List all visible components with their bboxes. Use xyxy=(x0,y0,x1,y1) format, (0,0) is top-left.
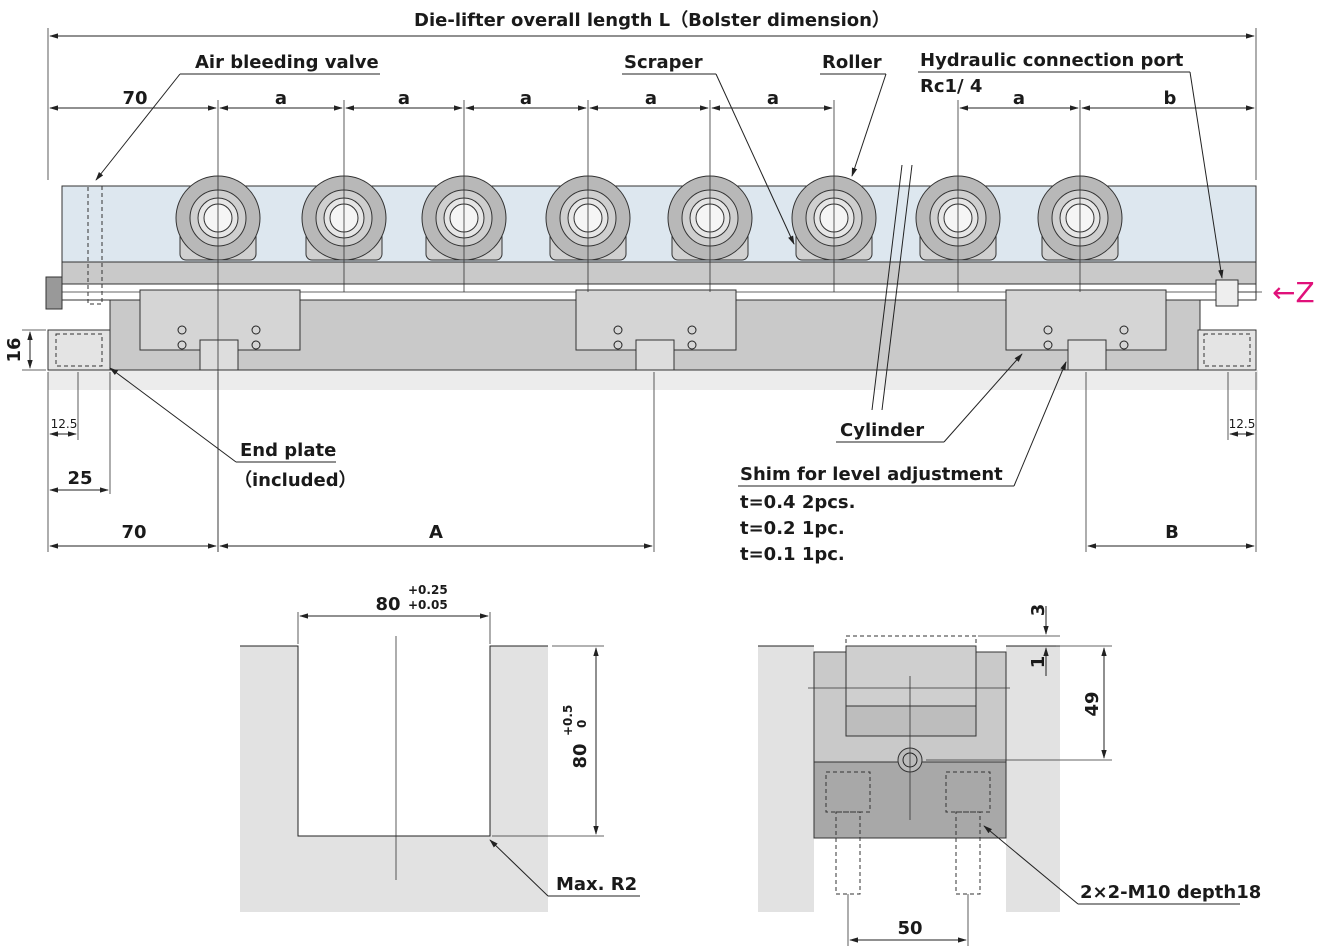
dim-1: 1 xyxy=(1028,656,1049,669)
dim-a2: a xyxy=(398,88,410,109)
dim-a6: a xyxy=(1013,88,1025,109)
dim-a4: a xyxy=(645,88,657,109)
dim-a3: a xyxy=(520,88,532,109)
dim-50: 50 xyxy=(897,918,922,939)
dim-16: 16 xyxy=(4,337,25,362)
dim-12-5-left: 12.5 xyxy=(51,417,78,431)
rc-label: Rc1/ 4 xyxy=(920,76,982,97)
thread-label: 2×2-M10 depth18 xyxy=(1080,882,1261,903)
end-plate-label: End plate xyxy=(240,440,336,461)
dim-80-height-tol-upper: +0.5 xyxy=(561,705,575,736)
shim-spec-1: t=0.4 2pcs. xyxy=(740,492,855,513)
dim-70-bottom: 70 xyxy=(121,522,146,543)
cylinder-group xyxy=(139,289,1167,371)
dim-a1: a xyxy=(275,88,287,109)
hydraulic-port-label: Hydraulic connection port xyxy=(920,50,1184,71)
shim-spec-3: t=0.1 1pc. xyxy=(740,544,845,565)
included-label: （included） xyxy=(234,470,357,491)
shim-label: Shim for level adjustment xyxy=(740,464,1003,485)
overall-length-label: Die-lifter overall length L（Bolster dime… xyxy=(414,10,890,31)
scraper-label: Scraper xyxy=(624,52,703,73)
dim-b: b xyxy=(1164,88,1177,109)
shim-spec-2: t=0.2 1pc. xyxy=(740,518,845,539)
side-view xyxy=(45,100,1262,552)
dim-A: A xyxy=(429,522,443,543)
dim-12-5-right: 12.5 xyxy=(1229,417,1256,431)
section-view xyxy=(758,606,1240,946)
dim-a5: a xyxy=(767,88,779,109)
cylinder-label: Cylinder xyxy=(840,420,924,441)
roller-label: Roller xyxy=(822,52,882,73)
slot-view xyxy=(240,612,640,912)
dim-3: 3 xyxy=(1028,604,1049,617)
dim-70-top: 70 xyxy=(122,88,147,109)
max-r2-label: Max. R2 xyxy=(556,874,637,895)
dim-49: 49 xyxy=(1082,691,1103,716)
dim-25: 25 xyxy=(67,468,92,489)
air-bleeding-valve-label: Air bleeding valve xyxy=(195,52,379,73)
dim-80-width-tol-upper: +0.25 xyxy=(408,583,448,597)
dim-80-width: 80 xyxy=(375,594,400,615)
dim-B: B xyxy=(1165,522,1179,543)
dim-80-height: 80 xyxy=(570,743,591,768)
dim-80-height-tol-lower: 0 xyxy=(575,720,589,728)
dim-80-width-tol-lower: +0.05 xyxy=(408,598,448,612)
z-view-marker: ←Z xyxy=(1272,276,1315,309)
